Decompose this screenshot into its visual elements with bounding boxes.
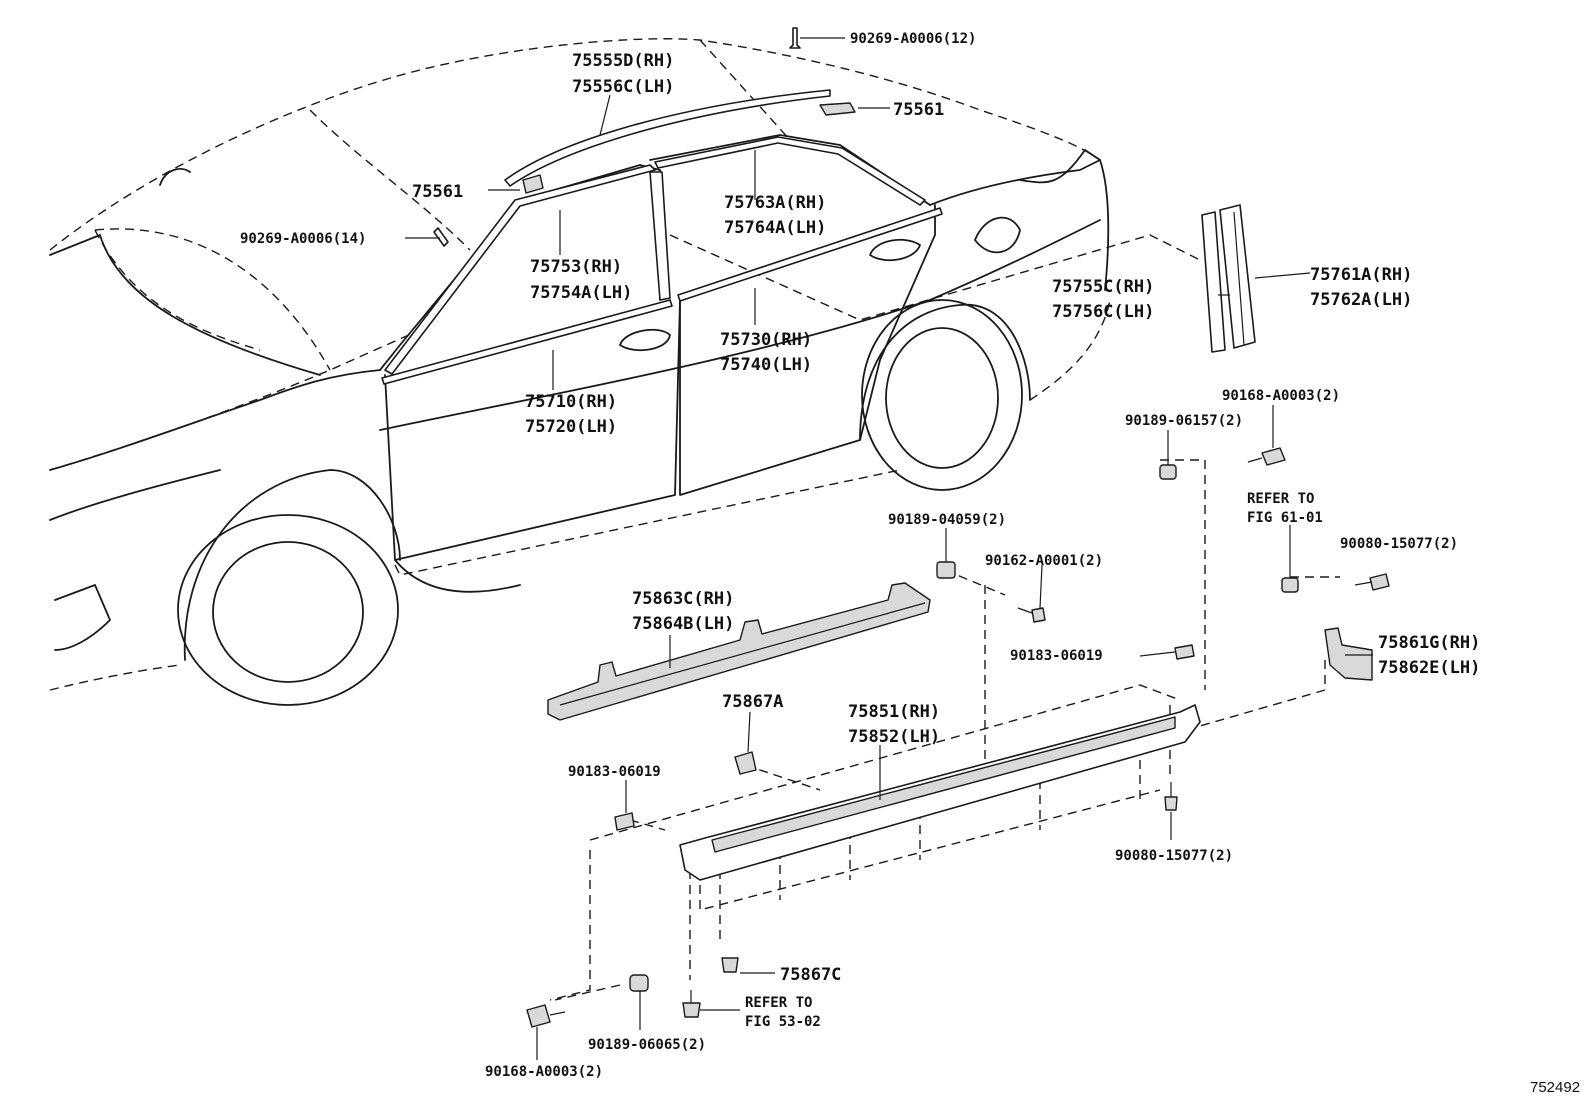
callout-75730: 75730(RH) (720, 330, 812, 350)
callout-75764: 75764A(LH) (724, 218, 826, 238)
callout-90080-bottom: 90080-15077(2) (1115, 848, 1233, 864)
callout-90183-right: 90183-06019 (1010, 648, 1103, 664)
roof-drip-moulding (504, 89, 831, 187)
roof-clip-right (819, 102, 856, 116)
diagram-reference-number: 752492 (1530, 1079, 1580, 1096)
top-pin-90269 (789, 27, 801, 49)
callout-refer-53-line1: REFER TO (745, 995, 812, 1011)
callout-75762: 75762A(LH) (1310, 290, 1412, 310)
callout-75863: 75863C(RH) (632, 589, 734, 609)
clip-90189-06157 (1159, 464, 1177, 480)
callout-75561-top: 75561 (893, 100, 944, 120)
clip-90189-04059 (936, 561, 956, 579)
callout-90189-04059: 90189-04059(2) (888, 512, 1006, 528)
screw-90080-bottom (1164, 796, 1178, 811)
callout-75720: 75720(LH) (525, 417, 617, 437)
fasteners (526, 447, 1390, 1028)
callout-refer-53-line2: FIG 53-02 (745, 1014, 821, 1030)
car-body-outline (49, 38, 1111, 706)
callout-90168-top: 90168-A0003(2) (1222, 388, 1340, 404)
callout-75852: 75852(LH) (848, 727, 940, 747)
callout-75710: 75710(RH) (525, 392, 617, 412)
left-pin-90269 (433, 227, 449, 247)
callout-75556: 75556C(LH) (572, 77, 674, 97)
callout-75861: 75861G(RH) (1378, 633, 1480, 653)
rear-frame-moulding (654, 136, 926, 206)
rocker-moulding-channel (711, 716, 1176, 853)
nut-90183-right (1174, 644, 1195, 660)
callout-75756: 75756C(LH) (1052, 302, 1154, 322)
callout-75755: 75755C(RH) (1052, 277, 1154, 297)
callout-90162: 90162-A0001(2) (985, 553, 1103, 569)
rear-pillar-garnish-75755 (1201, 211, 1226, 353)
screw-90162 (1031, 607, 1046, 623)
callout-75761: 75761A(RH) (1310, 265, 1412, 285)
callout-75862: 75862E(LH) (1378, 658, 1480, 678)
callout-75555: 75555D(RH) (572, 51, 674, 71)
callout-75754: 75754A(LH) (530, 283, 632, 303)
clip-90189-06065 (629, 974, 649, 992)
callout-75864: 75864B(LH) (632, 614, 734, 634)
callout-refer-61-line2: FIG 61-01 (1247, 510, 1323, 526)
callout-refer-61-line1: REFER TO (1247, 491, 1314, 507)
leader-lines (405, 37, 1373, 1060)
callout-90189-06065: 90189-06065(2) (588, 1037, 706, 1053)
callout-90183-left: 90183-06019 (568, 764, 661, 780)
bolt-90080-top (1369, 573, 1390, 591)
callout-75851: 75851(RH) (848, 702, 940, 722)
callout-90168-bottom: 90168-A0003(2) (485, 1064, 603, 1080)
rocker-cover-75863 (547, 582, 931, 721)
callout-labels: 90269-A0006(12) 75555D(RH) 75556C(LH) 75… (240, 31, 1580, 1096)
nut-90183-left (614, 812, 635, 831)
clip-75867A (734, 751, 757, 775)
callout-90269-top: 90269-A0006(12) (850, 31, 976, 47)
callout-75753: 75753(RH) (530, 257, 622, 277)
callout-75763: 75763A(RH) (724, 193, 826, 213)
bolt-90168-top (1261, 447, 1286, 466)
rear-belt-moulding (677, 207, 943, 302)
clip-refer-61 (1281, 577, 1299, 593)
clip-75867C (721, 957, 739, 973)
b-pillar-garnish (649, 171, 671, 301)
callout-75867C: 75867C (780, 965, 841, 985)
callout-75740: 75740(LH) (720, 355, 812, 375)
callout-75561-left: 75561 (412, 182, 463, 202)
bracket-75861 (1324, 627, 1373, 681)
front-frame-moulding (384, 164, 656, 375)
front-belt-moulding (381, 299, 673, 385)
callout-90189-06157: 90189-06157(2) (1125, 413, 1243, 429)
roof-clip-left (522, 174, 544, 194)
rear-pillar-garnish-75761 (1219, 204, 1256, 349)
screw-refer-53 (682, 1002, 701, 1018)
callout-90080-top: 90080-15077(2) (1340, 536, 1458, 552)
callout-75867A: 75867A (722, 692, 783, 712)
bolt-90168-bottom (526, 1004, 551, 1028)
callout-90269-left: 90269-A0006(14) (240, 231, 366, 247)
